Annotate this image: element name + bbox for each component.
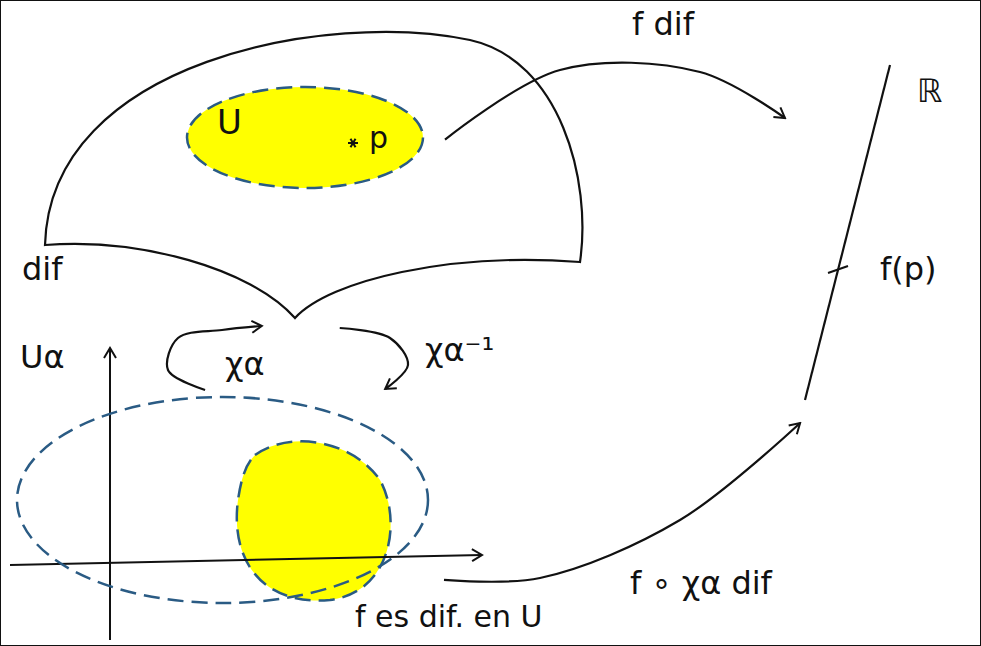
horizontal-axis <box>10 555 482 565</box>
point-name: p <box>369 121 388 156</box>
set-name: U <box>217 103 242 142</box>
chart-domain-outline <box>15 395 430 605</box>
note-text: f es dif. en U <box>355 600 543 635</box>
map-label: f ∘ χα dif <box>630 565 772 602</box>
vertical-axis <box>109 348 111 640</box>
space-name: ℝ <box>917 73 942 110</box>
map-label: χα <box>225 346 265 383</box>
point-marker-stroke <box>351 139 356 148</box>
number-line <box>805 65 890 400</box>
manifold-outline <box>45 32 582 318</box>
mapping-arrow <box>445 63 785 140</box>
value-tick <box>828 266 848 273</box>
point-marker-stroke <box>351 139 356 148</box>
image-value: f(p) <box>880 251 937 288</box>
real-line: ℝf(p) <box>795 55 965 415</box>
mapping-arrow <box>340 328 408 389</box>
point-marker <box>348 139 358 148</box>
domain-outline <box>17 397 428 603</box>
map-label: χα⁻¹ <box>425 332 494 369</box>
manifold-surface: difUp <box>40 15 585 320</box>
open-set-region: Up <box>185 85 425 190</box>
map-label: f dif <box>632 6 694 43</box>
smoothness-note: dif <box>22 251 62 288</box>
mapping-arrow <box>444 423 800 582</box>
region-outline <box>187 87 423 188</box>
set-name: Uα <box>20 339 65 376</box>
image-region <box>237 441 391 600</box>
chart-domain: Uα <box>15 395 430 605</box>
